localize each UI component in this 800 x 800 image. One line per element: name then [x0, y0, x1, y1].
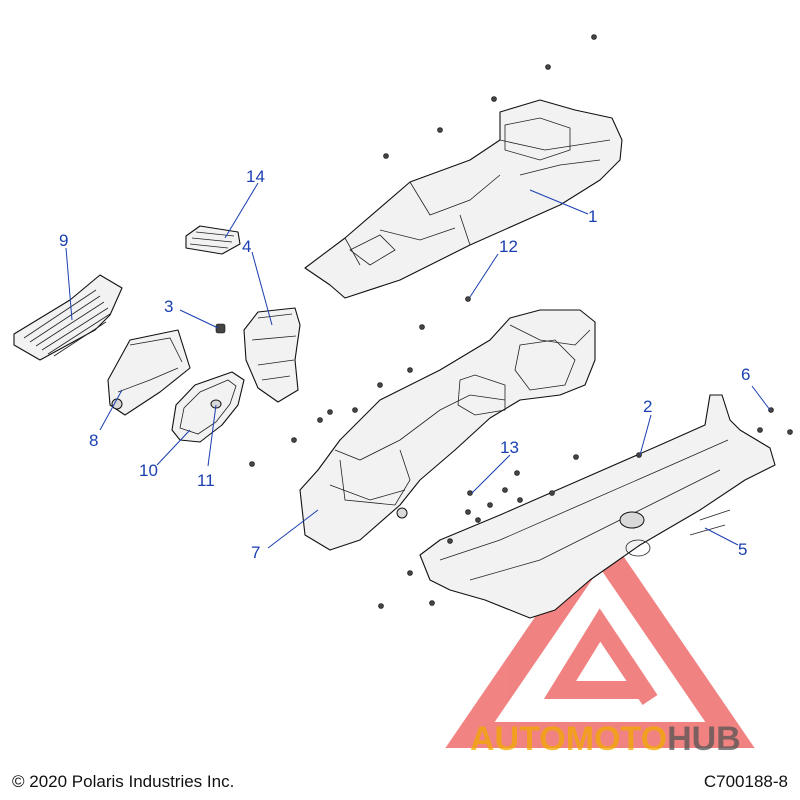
part-4-bracket	[243, 307, 301, 403]
part-10-gasket	[171, 371, 245, 443]
part-5-lower-panel	[419, 394, 776, 619]
drawing-id: C700188-8	[703, 772, 788, 791]
callout-5: 5	[738, 540, 747, 559]
part-3-clip	[215, 323, 226, 334]
part-1-upper-dash-panel	[304, 99, 623, 299]
callout-labels: 1 2 3 4 5 6 7 8 9 10 11 12 13 14	[59, 167, 750, 562]
callout-7: 7	[251, 543, 260, 562]
callout-11: 11	[197, 471, 215, 490]
copyright-text: © 2020 Polaris Industries Inc.	[12, 772, 235, 791]
callout-8: 8	[89, 431, 98, 450]
part-8-side-panel	[107, 329, 191, 416]
callout-10: 10	[139, 461, 158, 480]
part-9-grille	[13, 274, 123, 361]
svg-text:AUTOMOTOHUB: AUTOMOTOHUB	[470, 720, 741, 758]
callout-1: 1	[588, 207, 597, 226]
callout-3: 3	[164, 297, 173, 316]
callout-12: 12	[499, 237, 518, 256]
callout-9: 9	[59, 231, 68, 250]
callout-13: 13	[500, 438, 519, 457]
callout-6: 6	[741, 365, 750, 384]
watermark: AUTOMOTOHUB	[470, 720, 741, 758]
callout-4: 4	[242, 237, 251, 256]
part-7-lower-dash	[299, 309, 596, 551]
part-14-vent	[185, 225, 241, 255]
watermark-logo-icon	[445, 521, 755, 748]
fasteners	[249, 34, 793, 609]
leader-lines	[65, 182, 771, 549]
callout-14: 14	[246, 167, 265, 186]
watermark-part2: HUB	[667, 720, 741, 758]
callout-2: 2	[643, 397, 652, 416]
watermark-part1: AUTOMOTO	[470, 720, 667, 758]
